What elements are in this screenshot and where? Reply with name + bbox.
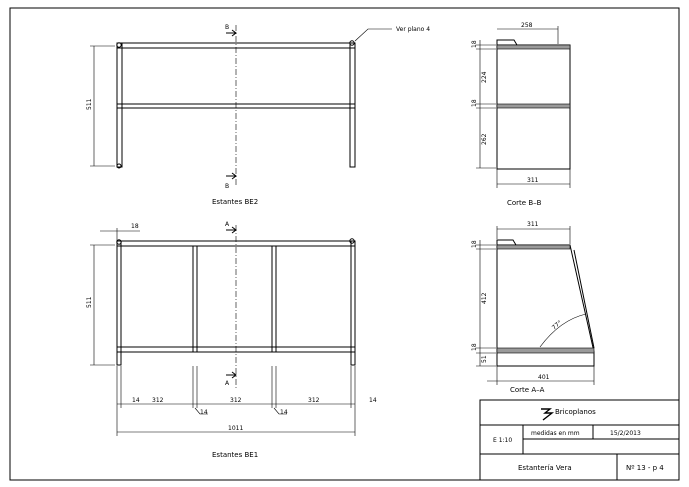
corte-aa-view bbox=[476, 226, 595, 385]
be1-post bbox=[271, 245, 277, 353]
be1-width-0: 14 bbox=[132, 397, 140, 404]
section-a-top-label: A bbox=[225, 221, 230, 228]
bb-top-shelf bbox=[496, 44, 571, 50]
aa-vert-0: 18 bbox=[471, 240, 478, 248]
date-label: 15/2/2013 bbox=[610, 430, 641, 437]
be1-post-right-label: 14 bbox=[280, 409, 288, 416]
section-b-top-arrow bbox=[226, 29, 237, 37]
be1-width-2: 312 bbox=[230, 397, 242, 404]
be1-width-4: 14 bbox=[369, 397, 377, 404]
be2-left-leg bbox=[116, 42, 123, 168]
be1-post-left-label: 14 bbox=[200, 409, 208, 416]
bb-vert-3: 262 bbox=[481, 133, 488, 145]
be1-rivet bbox=[116, 239, 122, 245]
aa-vert-1: 412 bbox=[481, 292, 488, 304]
post-leader bbox=[273, 407, 287, 415]
be1-offset-label: 18 bbox=[131, 223, 139, 230]
be1-width-3: 312 bbox=[308, 397, 320, 404]
aa-slope bbox=[573, 249, 595, 349]
aa-lip bbox=[496, 239, 517, 246]
aa-vert-3: 51 bbox=[481, 355, 488, 363]
be2-right-leg bbox=[349, 42, 356, 168]
scale-label: E 1:10 bbox=[493, 437, 512, 444]
bb-middle-shelf bbox=[496, 103, 571, 109]
be1-height-label: 511 bbox=[86, 296, 93, 308]
be1-post bbox=[192, 245, 198, 353]
bb-vert-0: 18 bbox=[471, 40, 478, 48]
units-label: medidas en mm bbox=[531, 430, 580, 437]
aa-angle-arc bbox=[539, 313, 587, 348]
section-a-bottom-label: A bbox=[225, 380, 230, 387]
corte-bb-view bbox=[476, 26, 571, 188]
be2-height-label: 511 bbox=[86, 98, 93, 110]
be2-rivet bbox=[116, 42, 122, 48]
section-b-bottom-label: B bbox=[225, 183, 229, 190]
bricoplanos-logo-icon bbox=[541, 408, 555, 421]
be2-rivet bbox=[349, 40, 355, 46]
aa-angle-label: 77° bbox=[551, 319, 564, 331]
aa-vert-2: 18 bbox=[471, 343, 478, 351]
aa-bottom-width-label: 401 bbox=[538, 374, 550, 381]
bb-bottom-width-label: 311 bbox=[527, 177, 539, 184]
aa-top-shelf bbox=[496, 244, 571, 250]
be2-title: Estantes BE2 bbox=[212, 198, 258, 206]
aa-top-width-label: 311 bbox=[527, 221, 539, 228]
drawing-name: Estantería Vera bbox=[518, 464, 572, 472]
be2-rivet bbox=[116, 163, 122, 169]
bb-top-width-label: 258 bbox=[521, 22, 533, 29]
brand-name: Bricoplanos bbox=[555, 408, 596, 416]
be2-front-view bbox=[90, 25, 392, 185]
be1-title: Estantes BE1 bbox=[212, 451, 258, 459]
bb-vert-2: 18 bbox=[471, 99, 478, 107]
section-a-bottom-arrow bbox=[226, 371, 237, 379]
sheet-border bbox=[9, 7, 680, 481]
be1-right-leg bbox=[350, 240, 356, 366]
corte-bb-title: Corte B–B bbox=[507, 199, 542, 207]
ver-plano-leader bbox=[354, 28, 392, 42]
corte-aa-title: Corte A–A bbox=[510, 386, 545, 394]
be1-left-leg bbox=[116, 240, 122, 366]
aa-bottom-shelf bbox=[496, 347, 595, 354]
ver-plano-label: Ver plano 4 bbox=[396, 26, 430, 33]
be1-front-view bbox=[90, 225, 356, 436]
title-block bbox=[479, 399, 680, 481]
post-leader bbox=[194, 407, 208, 415]
be1-total-label: 1011 bbox=[228, 425, 243, 432]
bb-lip bbox=[496, 39, 518, 46]
drawing-number: Nº 13 - p 4 bbox=[626, 464, 664, 472]
bb-vert-1: 224 bbox=[481, 71, 488, 83]
section-b-top-label: B bbox=[225, 24, 229, 31]
be1-width-1: 312 bbox=[152, 397, 164, 404]
section-a-top-arrow bbox=[226, 226, 237, 234]
title-block-frame bbox=[479, 399, 680, 481]
be1-rivet bbox=[349, 238, 355, 244]
section-b-bottom-arrow bbox=[226, 172, 237, 180]
